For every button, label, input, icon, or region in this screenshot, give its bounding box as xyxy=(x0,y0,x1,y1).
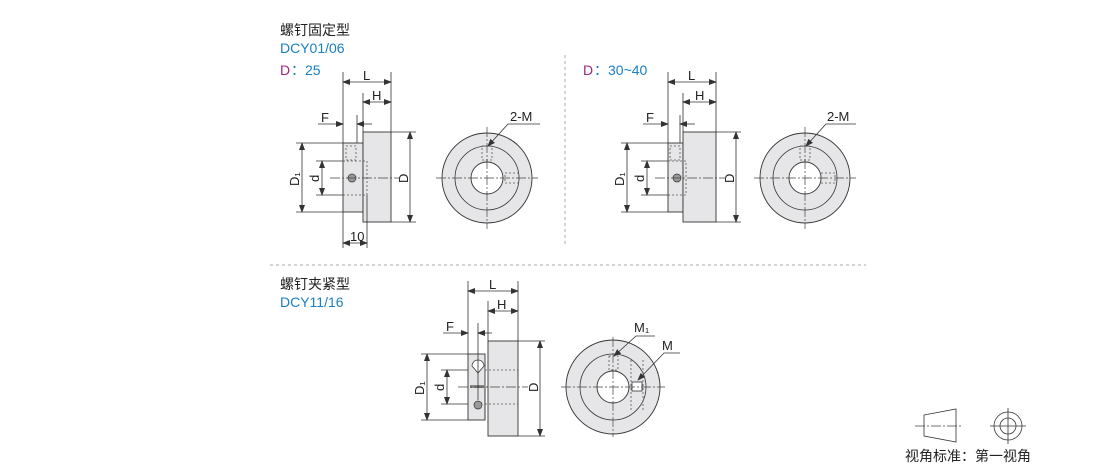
projection-standard-text: 视角标准：第一视角 xyxy=(905,448,1031,464)
dim-D1: D₁ xyxy=(412,381,427,395)
dim-D1: D₁ xyxy=(612,172,627,186)
dim-2M: 2-M xyxy=(827,109,849,124)
dim-H: H xyxy=(695,88,704,103)
variant-label: D xyxy=(280,62,290,78)
variant-value: ：30~40 xyxy=(594,62,648,78)
dim-H: H xyxy=(497,297,506,312)
dim-D1: D₁ xyxy=(287,172,302,186)
dim-L: L xyxy=(489,277,496,292)
front-view: 2-M xyxy=(754,109,856,229)
section-title: 螺钉固定型 xyxy=(280,22,350,38)
dim-D: D xyxy=(396,174,411,183)
truncated-cone-icon xyxy=(923,408,957,443)
dim-M1: M₁ xyxy=(634,320,650,335)
section-screw-fixed-large: D ：30~40 L H F D₁ d D xyxy=(583,62,856,229)
dim-L: L xyxy=(688,68,695,83)
dim-10: 10 xyxy=(350,229,364,244)
section-screw-clamp: 螺钉夹紧型 DCY11/16 L H F D₁ d D xyxy=(280,276,680,437)
front-view: 2-M xyxy=(436,109,540,229)
section-title: 螺钉夹紧型 xyxy=(280,276,350,292)
dim-F: F xyxy=(446,319,454,334)
dim-L: L xyxy=(363,68,370,83)
dim-d: d xyxy=(632,175,647,182)
side-view: L H F D₁ d D xyxy=(612,68,741,223)
side-view: L H F D₁ d D xyxy=(412,277,545,437)
dim-d: d xyxy=(432,384,447,391)
model-code: DCY11/16 xyxy=(280,294,344,310)
dim-2M: 2-M xyxy=(510,109,532,124)
dim-M: M xyxy=(662,338,673,353)
dim-F: F xyxy=(321,110,329,125)
dim-H: H xyxy=(372,88,381,103)
dim-D: D xyxy=(722,174,737,183)
front-view: M₁ M xyxy=(561,320,680,437)
projection-legend: 视角标准：第一视角 xyxy=(905,408,1031,464)
dim-d: d xyxy=(307,175,322,182)
variant-label: D xyxy=(583,62,593,78)
dim-D: D xyxy=(526,383,541,392)
section-screw-fixed: 螺钉固定型 DCY01/06 D ：25 L H F 10 D₁ d xyxy=(280,22,540,248)
first-angle-circles-icon xyxy=(990,408,1026,444)
dim-F: F xyxy=(646,110,654,125)
model-code: DCY01/06 xyxy=(280,40,345,56)
variant-value: ：25 xyxy=(291,62,321,78)
side-view: L H F 10 D₁ d D xyxy=(287,68,416,248)
